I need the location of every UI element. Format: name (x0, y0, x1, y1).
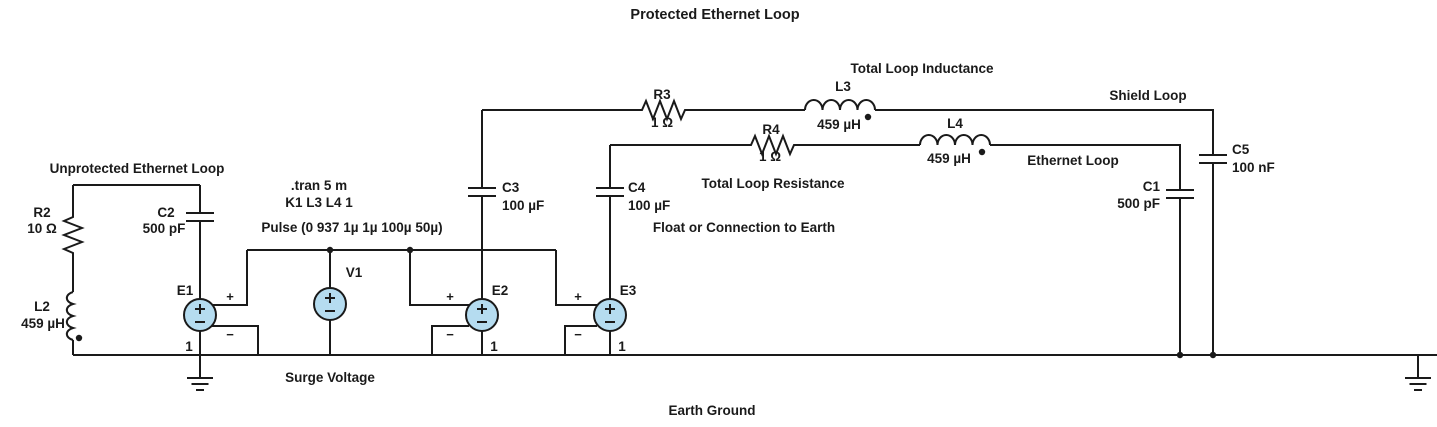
junction-dot (1209, 351, 1217, 359)
value-C3: 100 µF (502, 198, 544, 213)
capacitor-C4 (596, 145, 624, 197)
annotation-total-loop-inductance: Total Loop Inductance (851, 61, 994, 76)
capacitor-C3 (468, 110, 496, 197)
label-C5: C5 (1232, 142, 1250, 157)
annotation-total-loop-resistance: Total Loop Resistance (701, 176, 845, 191)
value-R2: 10 Ω (27, 221, 57, 236)
source-E3-minus-label: − (574, 327, 582, 342)
source-E1-plus-label: + (226, 289, 234, 304)
source-E1 (183, 298, 217, 332)
label-R3: R3 (653, 87, 671, 102)
directive-pulse: Pulse (0 937 1µ 1µ 100µ 50µ) (261, 220, 442, 235)
source-E2-minus-wire (431, 325, 469, 355)
source-E1-body (183, 298, 217, 332)
diagram-title: Protected Ethernet Loop (630, 7, 799, 23)
value-L2: 459 µH (21, 316, 65, 331)
source-V1-body (313, 287, 347, 321)
value-R4: 1 Ω (759, 149, 781, 164)
label-C3: C3 (502, 180, 520, 195)
value-C5: 100 nF (1232, 160, 1275, 175)
labels: Protected Ethernet Loop Unprotected Ethe… (21, 7, 1275, 418)
source-E2-plus-wire (409, 250, 469, 306)
source-E1-minus-wire (212, 325, 259, 355)
source-E3-plus-label: + (574, 289, 582, 304)
junction-dot (1176, 351, 1184, 359)
resistor-R2 (61, 212, 85, 256)
earth-ground-symbol-right (1405, 355, 1431, 391)
source-V1 (313, 287, 347, 321)
shield-loop-wire (482, 109, 1214, 155)
inductor-L2 (65, 291, 77, 341)
resistor-R4 (744, 133, 800, 157)
capacitor-C5 (1199, 154, 1227, 355)
label-C1: C1 (1143, 179, 1161, 194)
sources (183, 287, 627, 332)
capacitor-C1 (1166, 189, 1194, 355)
annotation-earth-ground: Earth Ground (669, 403, 756, 418)
label-L4: L4 (947, 116, 963, 131)
label-C4: C4 (628, 180, 646, 195)
inductor-L4-phase-dot (978, 148, 986, 156)
source-E2-minus-label: − (446, 327, 454, 342)
source-E2 (465, 298, 499, 332)
value-L4: 459 µH (927, 151, 971, 166)
directive-tran: .tran 5 m (291, 178, 347, 193)
source-E2-plusminus-glyph (477, 304, 487, 323)
source-E3-minus-wire (564, 325, 597, 355)
source-E1-plusminus-glyph (195, 304, 205, 323)
directive-coupling: K1 L3 L4 1 (285, 195, 353, 210)
wires (61, 98, 1437, 391)
label-L2: L2 (34, 299, 50, 314)
annotation-ethernet-loop: Ethernet Loop (1027, 153, 1119, 168)
source-E3-body (593, 298, 627, 332)
label-C2: C2 (157, 205, 174, 220)
label-R2: R2 (33, 205, 50, 220)
value-R3: 1 Ω (651, 115, 673, 130)
source-E3-plus-wire (555, 250, 597, 306)
label-E1: E1 (177, 283, 194, 298)
gain-E2: 1 (490, 339, 498, 354)
source-E3-plusminus-glyph (605, 304, 615, 323)
source-E3 (593, 298, 627, 332)
value-C1: 500 pF (1117, 196, 1160, 211)
source-E1-plus-wire (212, 250, 248, 306)
annotation-shield-loop: Shield Loop (1109, 88, 1186, 103)
label-V1: V1 (346, 265, 363, 280)
inductor-L3 (804, 99, 876, 111)
inductor-L3-phase-dot (864, 113, 872, 121)
inductor-L4 (919, 134, 991, 146)
source-E2-body (465, 298, 499, 332)
unprotected-loop-left-wire (72, 184, 200, 355)
gain-E1: 1 (185, 339, 193, 354)
label-L3: L3 (835, 79, 851, 94)
source-E1-minus-label: − (226, 327, 234, 342)
earth-ground-symbol-left (187, 355, 213, 391)
annotation-surge-voltage: Surge Voltage (285, 370, 375, 385)
ethernet-loop-wire (610, 144, 1181, 190)
resistor-R3 (635, 98, 691, 122)
label-E2: E2 (492, 283, 509, 298)
value-C4: 100 µF (628, 198, 670, 213)
inductor-L2-phase-dot (75, 334, 83, 342)
annotation-float-or-connection: Float or Connection to Earth (653, 220, 835, 235)
annotation-unprotected-loop: Unprotected Ethernet Loop (50, 161, 225, 176)
capacitor-C2 (186, 185, 214, 299)
source-E2-plus-label: + (446, 289, 454, 304)
value-L3: 459 µH (817, 117, 861, 132)
label-E3: E3 (620, 283, 637, 298)
source-V1-plusminus-glyph (325, 293, 335, 312)
label-R4: R4 (762, 122, 780, 137)
value-C2: 500 pF (143, 221, 186, 236)
gain-E3: 1 (618, 339, 626, 354)
